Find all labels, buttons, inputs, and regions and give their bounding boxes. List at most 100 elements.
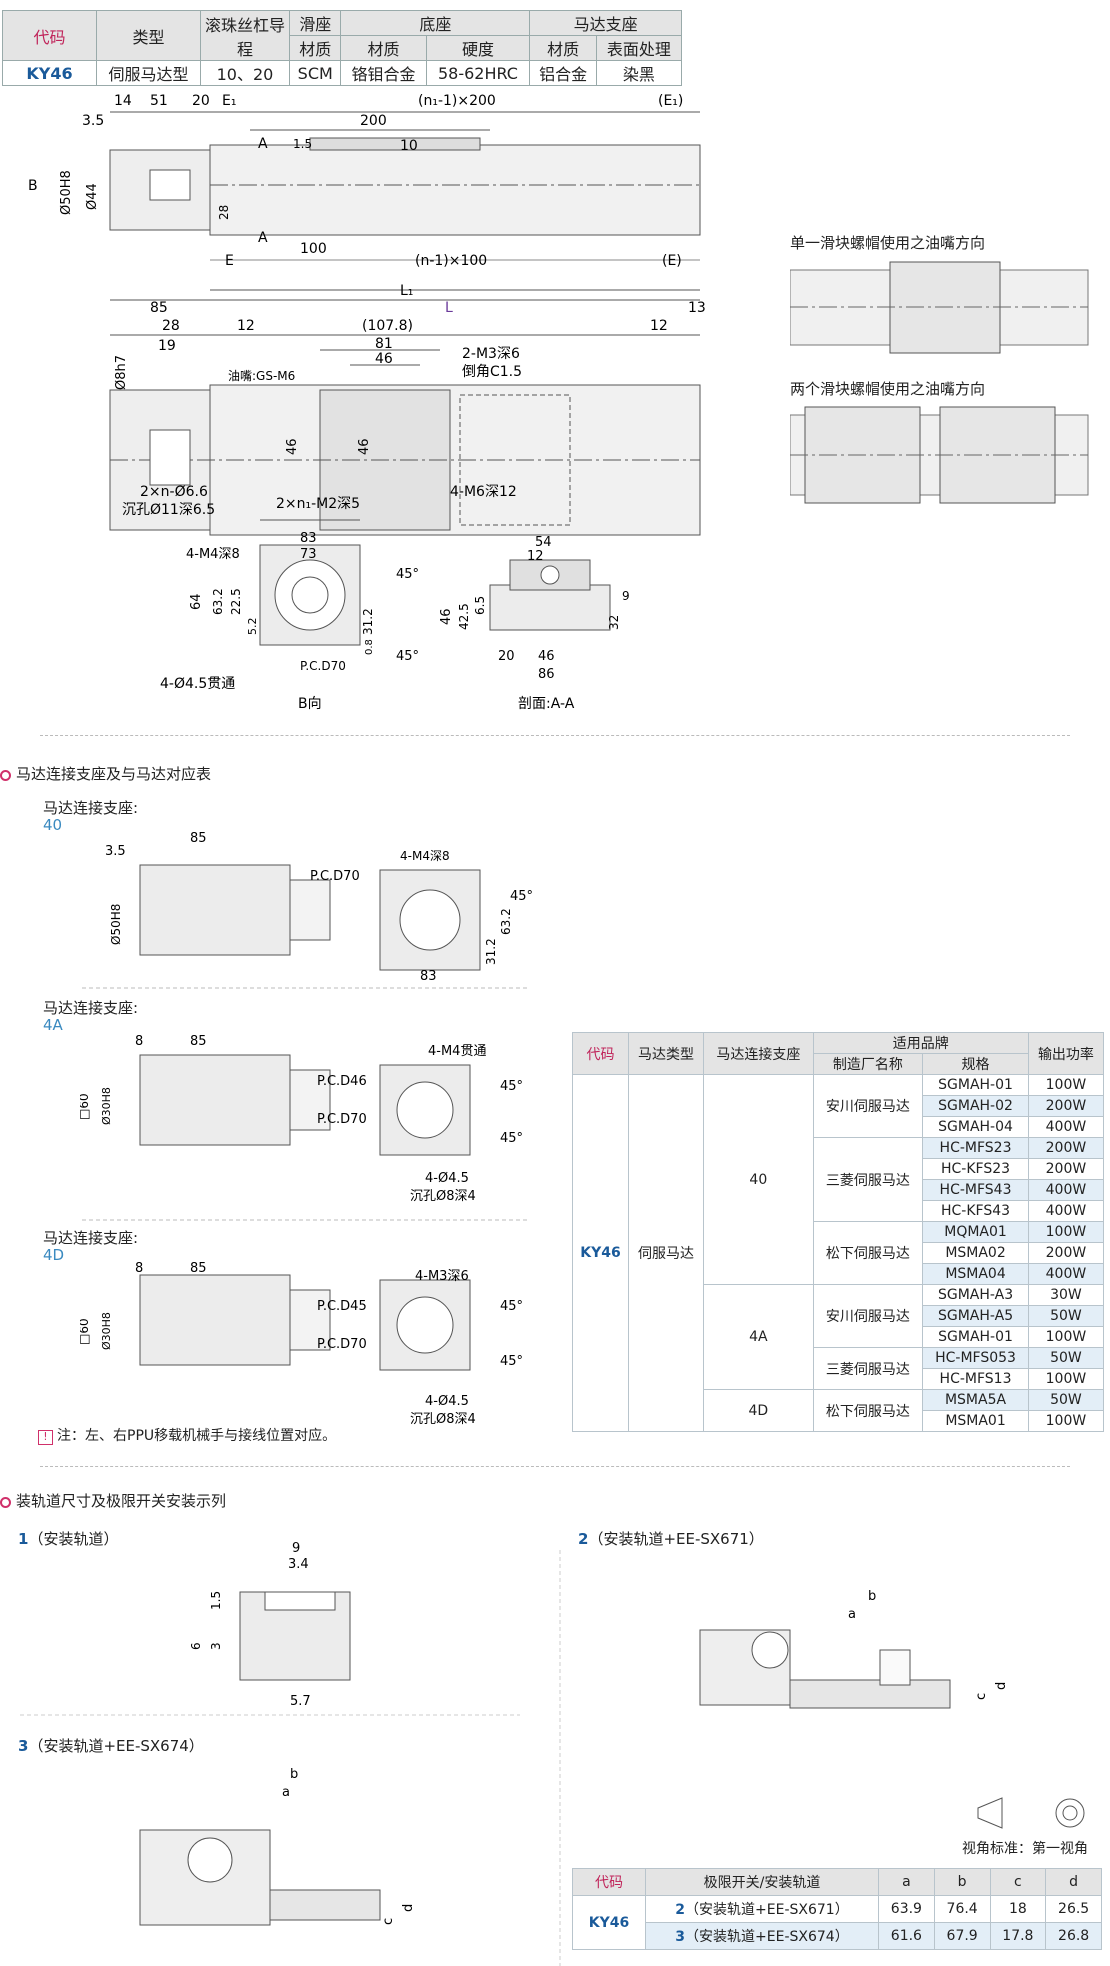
dim-d8: Ø8h7 <box>114 355 129 390</box>
mt-model: SGMAH-01 <box>922 1074 1029 1096</box>
mt-model: HC-KFS23 <box>922 1158 1029 1180</box>
dim-e1: E₁ <box>222 93 236 109</box>
lt-row-text: （安装轨道+EE-SX674） <box>685 1929 849 1945</box>
mt-maker: 安川伺服马达 <box>812 1074 924 1138</box>
b-73: 73 <box>300 547 317 562</box>
lt-cell: 17.8 <box>989 1922 1047 1950</box>
s-54: 54 <box>535 535 552 550</box>
ex2-d: d <box>994 1682 1009 1690</box>
dim-107-8: (107.8) <box>362 318 413 334</box>
projection-circle-icon <box>1055 1798 1085 1828</box>
m40-31-2: 31.2 <box>484 938 498 965</box>
dim-51: 51 <box>150 93 168 109</box>
lt-cell: 26.8 <box>1045 1922 1102 1950</box>
mt-power: 100W <box>1027 1074 1105 1096</box>
s-12: 12 <box>527 549 544 564</box>
mt-power: 400W <box>1027 1179 1105 1201</box>
rail-drawings: 9 3.4 1.5 6 3 5.7 b a c d b a c d <box>20 1541 1085 1966</box>
lt-code: KY46 <box>572 1895 646 1950</box>
lt-cell: 76.4 <box>933 1895 991 1923</box>
m4a-pcd70: P.C.D70 <box>317 1112 367 1127</box>
spec-h-mount: 马达支座 <box>529 10 682 36</box>
s-view-title: 剖面:A-A <box>518 696 575 712</box>
m4d-60: □60 <box>80 1318 91 1345</box>
dim-n-100: (n-1)×100 <box>415 253 487 269</box>
mt-power: 100W <box>1027 1410 1105 1432</box>
ex2-a: a <box>848 1607 856 1622</box>
spec-h-type: 类型 <box>96 10 201 61</box>
mt-h-type: 马达类型 <box>627 1032 705 1075</box>
m4d-m3: 4-M3深6 <box>415 1269 469 1284</box>
mt-power: 200W <box>1027 1158 1105 1180</box>
mt-mount: 40 <box>703 1074 814 1285</box>
s-32: 32 <box>607 615 621 630</box>
label-holes: 2×n-Ø6.6 <box>140 484 208 500</box>
dim-12: 12 <box>237 318 255 334</box>
mt-maker: 松下伺服马达 <box>812 1389 924 1432</box>
mount-4a-label: 马达连接支座: 4A <box>43 1000 138 1034</box>
mount-40-prefix: 马达连接支座: <box>43 799 139 817</box>
mount-4d-prefix: 马达连接支座: <box>43 1229 139 1247</box>
mt-power: 100W <box>1027 1221 1105 1243</box>
lt-h-c: c <box>989 1868 1047 1896</box>
motor-section-title-text: 马达连接支座及与马达对应表 <box>16 765 212 783</box>
example-3-num: 3 <box>18 1737 29 1755</box>
spec-base-mat: 铬钼合金 <box>340 60 427 86</box>
mt-type: 伺服马达 <box>627 1074 705 1432</box>
dim-a-top: A <box>258 136 268 152</box>
m40-85: 85 <box>190 831 207 846</box>
b-m4: 4-M4深8 <box>186 547 240 562</box>
ex3-b: b <box>290 1767 298 1782</box>
mt-maker: 三菱伺服马达 <box>812 1347 924 1390</box>
m4d-pcd70: P.C.D70 <box>317 1337 367 1352</box>
mount-4d-code: 4D <box>43 1246 65 1264</box>
mt-mount: 4A <box>703 1284 814 1390</box>
mt-model: HC-MFS13 <box>922 1368 1029 1390</box>
spec-type: 伺服马达型 <box>96 60 201 86</box>
m4d-pcd45: P.C.D45 <box>317 1299 367 1314</box>
mt-power: 200W <box>1027 1242 1105 1264</box>
mt-model: MSMA01 <box>922 1410 1029 1432</box>
lt-row-desc: 2（安装轨道+EE-SX671） <box>645 1895 879 1923</box>
lt-cell: 18 <box>989 1895 1047 1923</box>
m40-d50: Ø50H8 <box>109 904 123 945</box>
m40-83: 83 <box>420 969 437 984</box>
mt-model: SGMAH-A3 <box>922 1284 1029 1306</box>
dim-28b: 28 <box>162 318 180 334</box>
b-0-8: 0.8 <box>364 639 375 655</box>
mt-code: KY46 <box>572 1074 629 1432</box>
mt-power: 30W <box>1027 1284 1105 1306</box>
dim-14: 14 <box>114 93 132 109</box>
dim-3-5: 3.5 <box>82 113 104 129</box>
mt-maker: 松下伺服马达 <box>812 1221 924 1285</box>
spec-slider-mat: SCM <box>288 60 342 86</box>
m4a-45b: 45° <box>500 1131 523 1146</box>
mt-model: SGMAH-A5 <box>922 1305 1029 1327</box>
b-view-title: B向 <box>298 696 322 712</box>
dim-n1-200: (n₁-1)×200 <box>418 93 496 109</box>
b-22-5: 22.5 <box>229 588 243 615</box>
m4a-30: Ø30H8 <box>100 1087 113 1125</box>
lt-h-d: d <box>1045 1868 1102 1896</box>
mt-h-power: 输出功率 <box>1027 1032 1105 1075</box>
mt-model: SGMAH-04 <box>922 1116 1029 1138</box>
dim-81: 81 <box>375 336 393 352</box>
mt-power: 400W <box>1027 1200 1105 1222</box>
spec-h-screw: 滚珠丝杠导程 <box>200 10 290 61</box>
mt-h-brand: 适用品牌 <box>812 1032 1029 1054</box>
spec-h-base: 底座 <box>340 10 531 36</box>
m40-63-2: 63.2 <box>499 908 513 935</box>
mount-4a-prefix: 马达连接支座: <box>43 999 139 1017</box>
dim-1-5: 1.5 <box>293 137 312 151</box>
spec-table: 代码 类型 滚珠丝杠导程 滑座 底座 马达支座 材质 材质 硬度 材质 表面处理… <box>2 10 683 86</box>
mt-mount: 4D <box>703 1389 814 1432</box>
dim-l1: L₁ <box>400 283 413 299</box>
mt-h-model: 规格 <box>922 1053 1029 1075</box>
lt-cell: 67.9 <box>933 1922 991 1950</box>
projection-inner-circle-icon <box>1062 1805 1078 1821</box>
mt-model: HC-MFS23 <box>922 1137 1029 1159</box>
mt-model: MSMA04 <box>922 1263 1029 1285</box>
b-64: 64 <box>189 593 204 610</box>
dim-100: 100 <box>300 241 327 257</box>
